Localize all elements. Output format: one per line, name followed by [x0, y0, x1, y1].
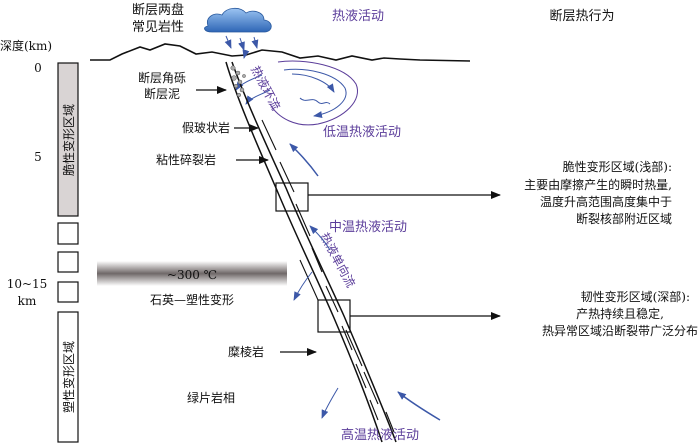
depth-tick-km: km [18, 294, 37, 308]
breccia-gouge-zone [230, 65, 246, 98]
hydrothermal-header: 热液活动 [332, 9, 384, 24]
depth-tick-5: 5 [34, 150, 42, 164]
ductile-zone-title: 韧性变形区域(深部): [581, 289, 690, 304]
depth-tick-0: 0 [34, 61, 42, 75]
brittle-zone-column-label: 脆性变形区域 [61, 104, 76, 176]
ductile-zone-desc-1: 产热持续且稳定, [576, 306, 664, 321]
ductile-zone-column-label: 塑性变形区域 [61, 341, 76, 413]
transition-block-1 [57, 222, 79, 245]
brittle-zone-column [57, 62, 79, 217]
lithology-header-line1: 断层两盘 [132, 2, 184, 18]
unidirectional-flow-label: 热液单向流 [317, 230, 358, 290]
circulation-flow [235, 60, 358, 126]
viscous-cataclasite-label: 粘性碎裂岩 [156, 152, 216, 167]
greenschist-label: 绿片岩相 [187, 390, 235, 405]
low-temp-label: 低温热液活动 [323, 125, 401, 140]
depth-tick-10-15: 10~15 [7, 277, 48, 291]
circulation-flow-label: 热液环流 [248, 63, 284, 112]
rain-cloud-icon [204, 7, 272, 59]
ductile-zone-column [57, 311, 79, 443]
high-temp-label: 高温热液活动 [341, 427, 419, 443]
transition-block-2 [57, 251, 79, 273]
ductile-zone-desc-2: 热异常区域沿断裂带广泛分布 [542, 323, 698, 338]
ductile-zoom-box [317, 299, 351, 333]
mid-temp-label: 中温热液活动 [329, 220, 407, 235]
behavior-header: 断层热行为 [549, 9, 614, 24]
brittle-zone-title: 脆性变形区域(浅部): [563, 159, 672, 174]
quartz-plastic-label: 石英—塑性变形 [150, 292, 234, 307]
depth-axis-title: 深度(km) [0, 38, 52, 53]
surface-line [90, 43, 471, 62]
brittle-zone-desc-1: 主要由摩擦产生的瞬时热量, [524, 177, 672, 192]
fault-breccia-label: 断层角砾 [138, 70, 186, 85]
brittle-zoom-box [275, 182, 309, 212]
mylonite-label: 糜棱岩 [228, 344, 264, 359]
fault-zone [225, 61, 397, 443]
upward-flow-arrows [289, 143, 441, 421]
temperature-band [97, 261, 287, 286]
temperature-label: ~300 ℃ [167, 268, 217, 282]
pseudotachylyte-label: 假玻状岩 [182, 120, 230, 135]
lithology-header-line2: 常见岩性 [132, 20, 184, 35]
brittle-zone-desc-2: 温度升高范围高度集中于 [540, 194, 672, 209]
brittle-zone-desc-3: 断裂核部附近区域 [576, 211, 672, 226]
fault-gouge-label: 断层泥 [144, 86, 180, 101]
transition-block-3 [57, 281, 79, 303]
